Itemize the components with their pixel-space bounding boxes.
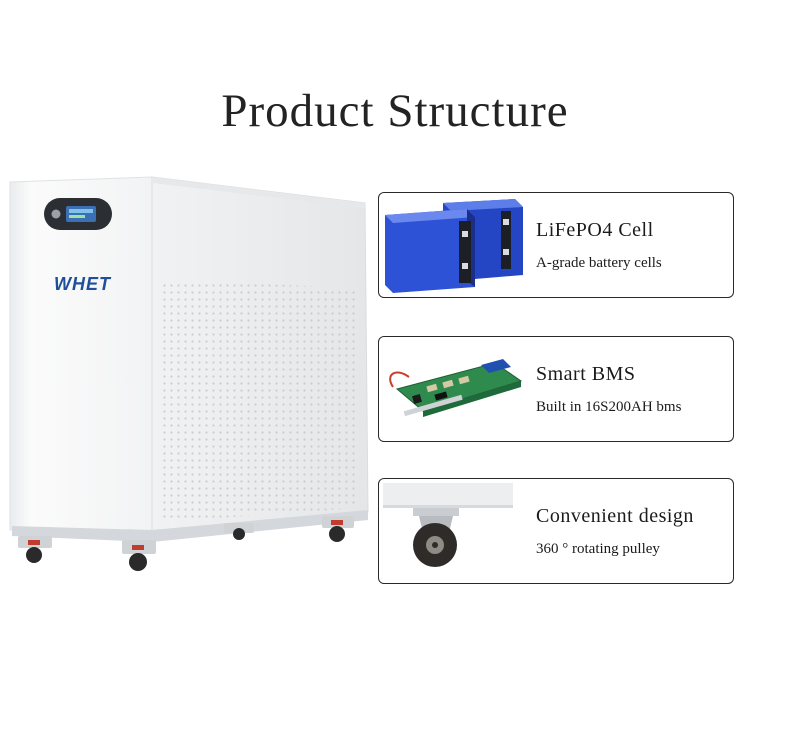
caster-back-right bbox=[322, 516, 354, 542]
battery-cell-icon bbox=[383, 197, 527, 293]
feature-card-bms: Smart BMS Built in 16S200AH bms bbox=[378, 336, 734, 442]
caster-back-mid bbox=[224, 523, 254, 540]
feature-heading: Smart BMS bbox=[536, 363, 636, 385]
bms-board-icon bbox=[383, 341, 527, 437]
feature-card-caster: Convenient design 360 ° rotating pulley bbox=[378, 478, 734, 584]
feature-heading: LiFePO4 Cell bbox=[536, 219, 654, 241]
caster-wheel-icon bbox=[383, 483, 527, 579]
battery-cabinet-image bbox=[0, 170, 380, 580]
caster-front-left bbox=[18, 536, 52, 563]
feature-card-lifepo4: LiFePO4 Cell A-grade battery cells bbox=[378, 192, 734, 298]
brand-logo: WHET bbox=[54, 274, 111, 294]
feature-heading: Convenient design bbox=[536, 505, 694, 527]
page-title: Product Structure bbox=[221, 85, 569, 137]
caster-front-right bbox=[122, 540, 156, 571]
feature-description: Built in 16S200AH bms bbox=[536, 399, 682, 415]
feature-description: 360 ° rotating pulley bbox=[536, 541, 660, 557]
feature-description: A-grade battery cells bbox=[536, 255, 662, 271]
